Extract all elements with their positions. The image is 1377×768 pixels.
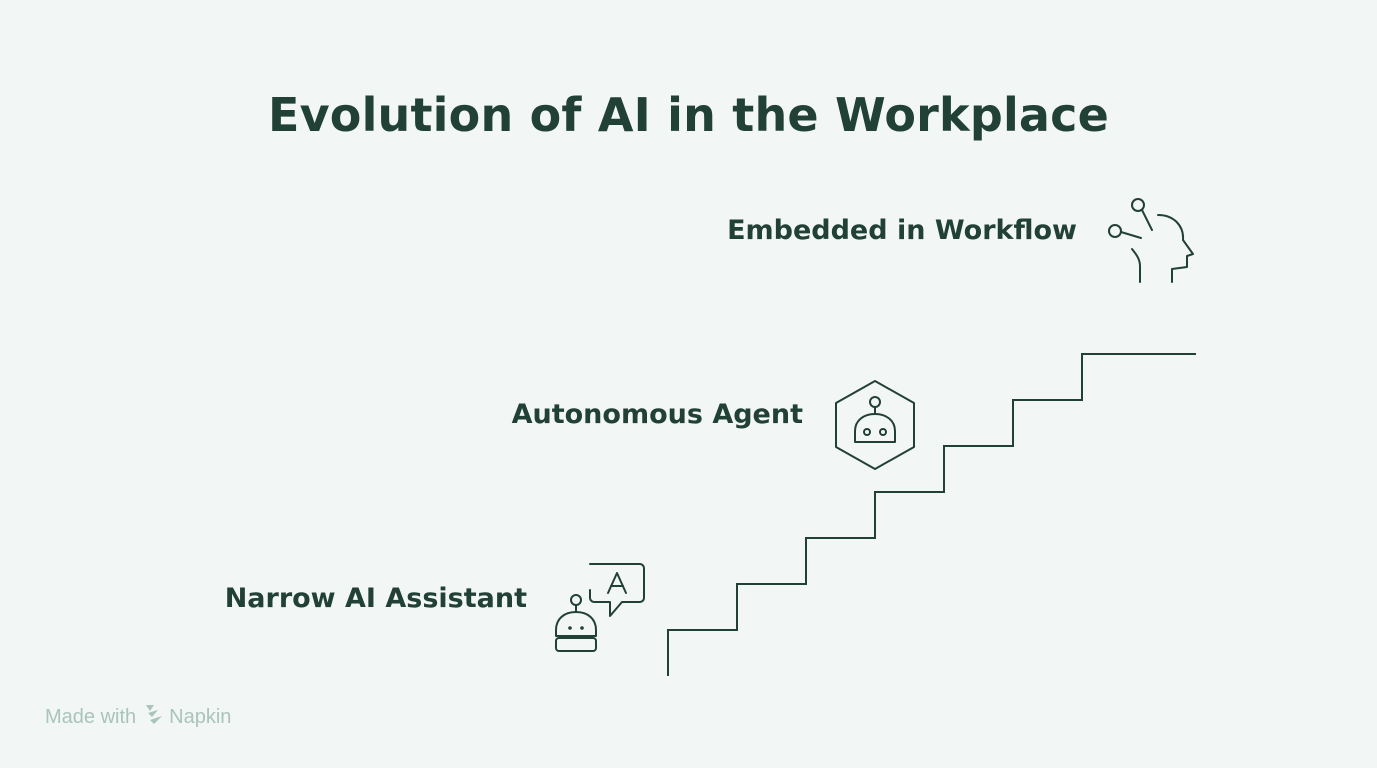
robot-hexagon-icon bbox=[832, 379, 918, 471]
step-label-autonomous-agent: Autonomous Agent bbox=[511, 399, 803, 430]
napkin-logo-icon bbox=[144, 703, 164, 731]
napkin-brand-text: Napkin bbox=[169, 705, 232, 728]
made-with-napkin-watermark[interactable]: Made with Napkin bbox=[45, 703, 231, 731]
step-label-embedded-in-workflow: Embedded in Workflow bbox=[727, 215, 1077, 246]
step-label-narrow-ai-assistant: Narrow AI Assistant bbox=[224, 583, 527, 614]
page-title: Evolution of AI in the Workplace bbox=[267, 88, 1110, 142]
ai-head-icon bbox=[1100, 192, 1200, 288]
napkin-brand: Napkin bbox=[144, 703, 231, 731]
staircase-line bbox=[667, 353, 1196, 676]
robot-chat-icon bbox=[550, 560, 650, 656]
made-with-text: Made with bbox=[45, 705, 137, 728]
